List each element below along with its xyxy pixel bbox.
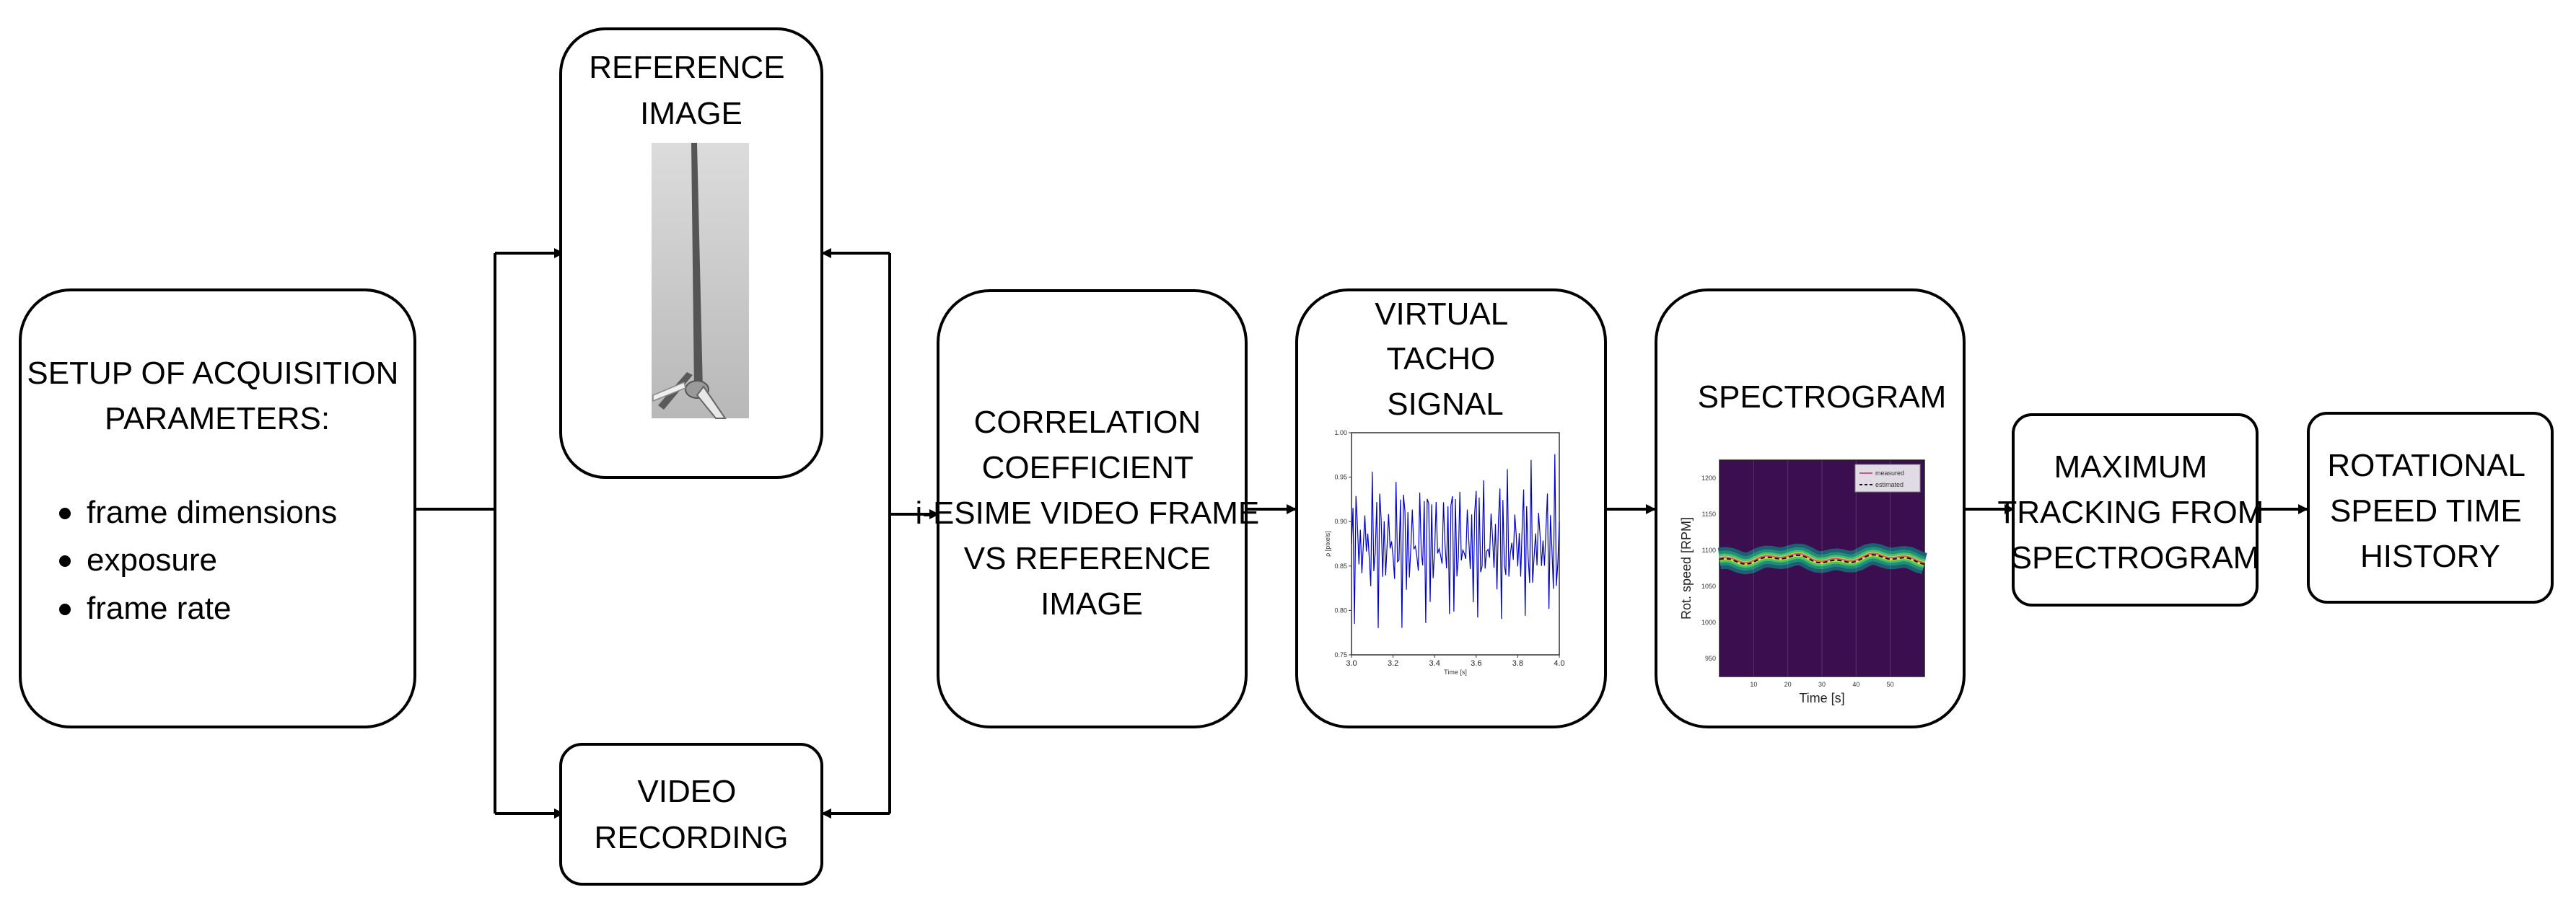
setup-title-line-2: PARAMETERS: (105, 401, 330, 436)
svg-text:REFERENCE IMAGE: REFERENCE IMAGE (589, 50, 794, 131)
maxtrack-box: MAXIMUM TRACKING FROM SPECTROGRAM (1997, 413, 2272, 607)
spectrogram-y-axis-label: Rot. speed [RPM] (1679, 517, 1694, 620)
svg-text:SETUP OF ACQUISITION PA: SETUP OF ACQUISITION PARAMETERS: (27, 356, 407, 436)
reference-box: REFERENCE IMAGE (559, 27, 823, 479)
tacho-x-tick-label: 3.8 (1512, 659, 1523, 668)
spectrogram-x-tick-label: 10 (1750, 681, 1757, 688)
reference-title-line-2: IMAGE (640, 96, 742, 131)
setup-box: SETUP OF ACQUISITION PARAMETERS: frame d… (19, 288, 416, 728)
video-box: VIDEO RECORDING (559, 743, 823, 886)
setup-bullet-frame-rate: frame rate (87, 591, 232, 626)
correlation-title-line-4: VS REFERENCE (964, 541, 1211, 576)
maxtrack-title-line-3: SPECTROGRAM (2011, 540, 2260, 576)
setup-bullet-exposure: exposure (87, 542, 217, 578)
tacho-signal-chart: 3.0 3.2 3.4 3.6 3.8 4.0 0.75 0.80 0.85 0.90 0.95 1.… (1324, 429, 1565, 676)
rotational-title-line-2: SPEED TIME (2330, 493, 2522, 529)
spectrogram-y-tick-label: 1150 (1702, 511, 1716, 518)
svg-text:MAXIMUM TRACKING FROM: MAXIMUM TRACKING FROM SPECTROGRAM (1997, 449, 2272, 576)
correlation-title-line-1: CORRELATION (974, 405, 1201, 440)
bullet-dot (59, 604, 71, 615)
spectrogram-x-tick-label: 20 (1784, 681, 1792, 688)
tacho-y-tick-label: 0.85 (1334, 563, 1347, 570)
correlation-title-line-2: COEFFICIENT (982, 450, 1193, 485)
wind-turbine-photo (652, 143, 749, 419)
tacho-y-axis-label: ρ [pixels] (1324, 531, 1331, 557)
tacho-x-tick-label: 3.2 (1388, 659, 1398, 668)
tacho-x-tick-label: 4.0 (1554, 659, 1564, 668)
spectrogram-y-tick-label: 1000 (1701, 619, 1716, 626)
tacho-x-tick-label: 3.6 (1471, 659, 1481, 668)
svg-text:VIDEO RECORDING: VIDEO RECORDING (595, 774, 789, 855)
reference-title-line-1: REFERENCE (589, 50, 784, 85)
maxtrack-title-line-1: MAXIMUM (2054, 449, 2208, 485)
spectrogram-y-tick-label: 1100 (1702, 547, 1716, 554)
rotational-title-line-1: ROTATIONAL (2327, 448, 2525, 483)
tacho-title-line-3: SIGNAL (1387, 387, 1503, 422)
svg-text:SPECTROGRAM: SPECTROGRAM (1698, 379, 1947, 415)
svg-text:frame dimensions exposur: frame dimensions exposure frame rate (87, 495, 346, 626)
spectrogram-line-measured (1719, 552, 1925, 564)
spectrogram-title: SPECTROGRAM (1698, 379, 1947, 415)
tacho-y-tick-label: 1.00 (1334, 429, 1347, 436)
tacho-title-line-2: TACHO (1387, 341, 1496, 376)
setup-title-line-1: SETUP OF ACQUISITION (27, 356, 398, 391)
spectrogram-box: SPECTROGRAM 10 20 30 40 50 950 1000 1050 1100 115… (1655, 288, 1966, 728)
spectrogram-x-tick-label: 30 (1818, 681, 1826, 688)
tacho-x-tick-label: 3.0 (1346, 659, 1357, 668)
tacho-signal-line (1351, 454, 1560, 628)
spectrogram-x-tick-label: 40 (1852, 681, 1859, 688)
rotational-box: ROTATIONAL SPEED TIME HISTORY (2307, 412, 2554, 604)
video-title-line-1: VIDEO (637, 774, 736, 809)
spectrogram-x-axis-label: Time [s] (1799, 691, 1844, 705)
spectrogram-x-tick-label: 50 (1887, 681, 1894, 688)
tacho-box: VIRTUAL TACHO SIGNAL 3.0 3.2 3.4 3.6 3.8 4.0 0… (1295, 288, 1607, 728)
spectrogram-legend: measured estimated (1854, 464, 1921, 493)
bullet-dot (59, 508, 71, 519)
svg-text:VIRTUAL TACHO SIGN: VIRTUAL TACHO SIGNAL (1375, 296, 1516, 422)
rotational-title-line-3: HISTORY (2360, 539, 2500, 574)
tacho-x-tick-label: 3.4 (1429, 659, 1440, 668)
correlation-box: CORRELATION COEFFICIENT i-ESIME VIDEO FR… (916, 289, 1269, 728)
spectrogram-y-tick-label: 950 (1705, 655, 1716, 662)
svg-text:ROTATIONAL SPEED TIME: ROTATIONAL SPEED TIME HISTORY (2327, 448, 2533, 574)
spectrogram-y-tick-label: 1200 (1701, 475, 1716, 482)
tacho-y-tick-label: 0.90 (1334, 518, 1347, 525)
correlation-title-line-5: IMAGE (1041, 586, 1143, 622)
tacho-y-tick-label: 0.80 (1334, 607, 1347, 614)
spectrogram-legend-label: estimated (1875, 481, 1903, 488)
tacho-title-line-1: VIRTUAL (1375, 296, 1508, 332)
spectrogram-y-tick-label: 1050 (1701, 583, 1716, 590)
maxtrack-title-line-2: TRACKING FROM (1997, 495, 2264, 530)
spectrogram-legend-label: measured (1875, 470, 1904, 477)
spectrogram-legend-frame (1854, 464, 1921, 493)
tacho-y-tick-label: 0.75 (1334, 651, 1347, 658)
tacho-x-axis-label: Time [s] (1444, 669, 1467, 676)
tacho-y-tick-label: 0.95 (1334, 474, 1347, 481)
setup-bullet-frame-dimensions: frame dimensions (87, 495, 337, 530)
connectors (415, 248, 2308, 819)
svg-text:CORRELATION COEFFICIENT: CORRELATION COEFFICIENT i-ESIME VIDEO FR… (916, 405, 1269, 622)
correlation-title-line-3: i-ESIME VIDEO FRAME (916, 495, 1260, 531)
bullet-dot (59, 555, 71, 567)
video-title-line-2: RECORDING (595, 820, 789, 855)
